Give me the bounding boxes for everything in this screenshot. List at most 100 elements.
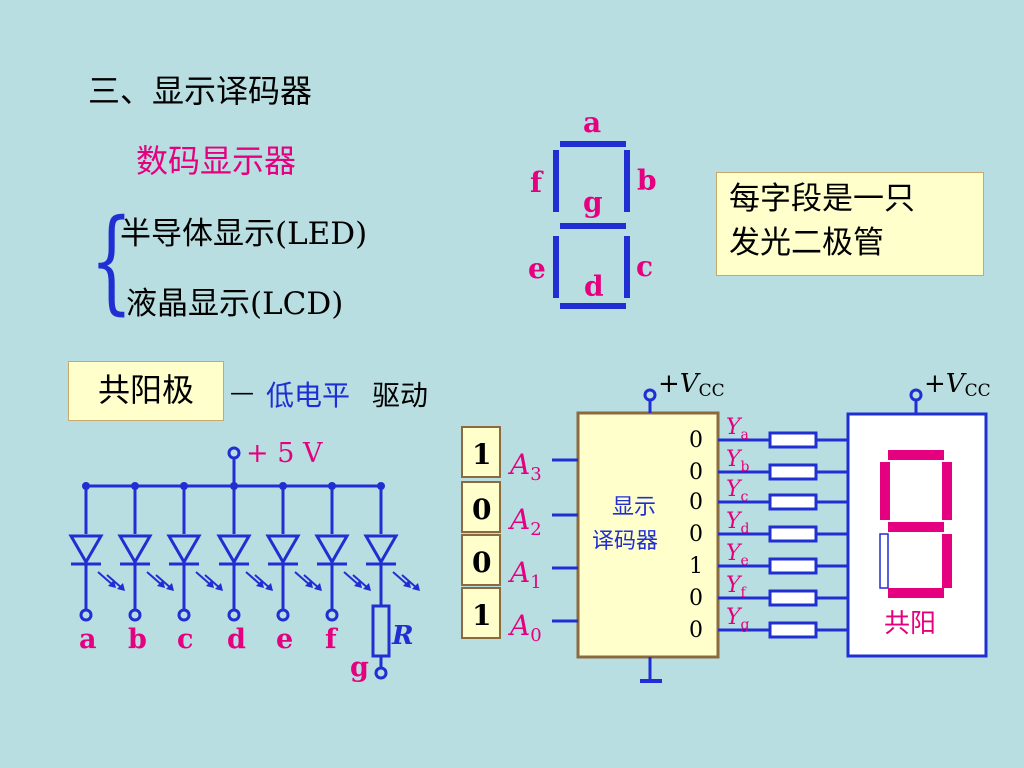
led-unit-f: f [314, 482, 371, 655]
led-unit-e: e [265, 482, 322, 655]
resistor-r [371, 580, 391, 680]
output-bit: 0 [689, 428, 703, 453]
segment-note-box: 每字段是一只 发光二极管 [716, 172, 984, 276]
input-bit-box [461, 587, 501, 639]
cathode-terminal [325, 608, 339, 622]
display-segment-c [942, 534, 952, 588]
cathode-terminal [128, 608, 142, 622]
output-row-a: 0 Ya [689, 415, 848, 453]
slide-title: 三、显示译码器 [88, 72, 313, 110]
input-row-2: 0 A1 [461, 534, 578, 593]
led-label-e: e [276, 624, 293, 655]
digital-display-heading: 数码显示器 [136, 142, 297, 180]
diode-symbol [166, 534, 202, 566]
input-name: A0 [507, 609, 542, 646]
led-unit-a: a [68, 482, 125, 655]
supply-terminal [227, 446, 241, 460]
input-bit: 1 [472, 438, 491, 471]
output-row-e: 1 Ye [689, 541, 848, 579]
cathode-terminal [276, 608, 290, 622]
output-name: Yf [726, 573, 748, 601]
display-digit [879, 450, 952, 598]
output-row-b: 0 Yb [689, 447, 848, 485]
input-row-3: 1 A0 [461, 587, 578, 646]
diode-symbol [117, 534, 153, 566]
decoder-block [576, 411, 720, 659]
output-name: Ye [726, 541, 749, 569]
decoder-vcc-label: +VCC [658, 369, 725, 401]
drive-text: 驱动 [372, 379, 429, 412]
supply-voltage-label: + 5 V [246, 438, 323, 469]
diode-symbol [265, 534, 301, 566]
diode-symbol [68, 534, 104, 566]
output-bit: 0 [689, 618, 703, 643]
led-label-g: g [350, 652, 369, 683]
led-label-a: a [79, 624, 97, 655]
common-anode-display-label: 共阳 [884, 609, 936, 639]
diode-symbol [314, 534, 350, 566]
diode-symbol [363, 534, 399, 566]
led-label-c: c [177, 624, 193, 655]
output-bit: 0 [689, 460, 703, 485]
input-bit: 0 [472, 546, 491, 579]
brace-glyph: { [90, 196, 133, 326]
low-level-text: 低电平 [266, 379, 351, 412]
display-segment-g [888, 522, 944, 532]
led-label-b: b [128, 624, 147, 655]
decoder-vcc-wire [643, 388, 657, 413]
output-bit: 1 [689, 554, 703, 579]
input-name: A2 [507, 503, 542, 540]
segment-resistor [768, 463, 818, 481]
segment-resistor [768, 557, 818, 575]
output-row-g: 0Yg [689, 605, 848, 643]
segment-resistor [768, 589, 818, 607]
output-row-d: 0 Yd [689, 509, 848, 547]
output-bit: 0 [689, 490, 703, 515]
diode-symbol [216, 534, 252, 566]
display-vcc-wire [909, 388, 923, 414]
decoder-label-line-1: 显示 [612, 495, 656, 520]
output-row-f: 0 Yf [689, 573, 848, 611]
display-vcc-label: +VCC [924, 369, 991, 401]
segment-e-label: e [528, 252, 546, 285]
segment-c-label: c [636, 250, 653, 283]
display-segment-b [942, 462, 952, 520]
segment-note-line-2: 发光二极管 [729, 225, 884, 261]
common-anode-label: 共阳极 [68, 361, 224, 421]
output-name: Yb [726, 447, 750, 475]
output-row-c: 0 Yc [689, 477, 848, 515]
output-bit: 0 [689, 522, 703, 547]
segment-resistor [768, 431, 818, 449]
resistor-label: R [391, 621, 414, 651]
decoder-label-line-2: 译码器 [592, 529, 658, 554]
led-unit-g: g [350, 482, 420, 683]
segment-a-label: a [583, 106, 601, 139]
input-bit: 1 [472, 599, 491, 632]
segment-note-line-1: 每字段是一只 [729, 181, 915, 217]
display-segment-a [888, 450, 944, 460]
segment-f-label: f [530, 166, 544, 199]
cathode-terminal [79, 608, 93, 622]
lcd-display-type: 液晶显示(LCD) [126, 286, 344, 322]
led-unit-b: b [117, 482, 174, 655]
display-segment-d [888, 588, 944, 598]
output-name: Yc [726, 477, 749, 505]
output-bit: 0 [689, 586, 703, 611]
led-display-type: 半导体显示(LED) [120, 216, 368, 252]
decoder-ground [640, 657, 662, 683]
input-name: A1 [507, 556, 542, 593]
cathode-terminal [227, 608, 241, 622]
output-name: Ya [726, 415, 749, 443]
led-label-f: f [325, 624, 339, 655]
dash: — [230, 378, 254, 406]
display-segment-e [879, 533, 889, 589]
led-array-circuit [86, 446, 381, 488]
led-label-d: d [227, 624, 246, 655]
led-unit-d: d [216, 482, 273, 655]
output-name: Yd [726, 509, 750, 537]
